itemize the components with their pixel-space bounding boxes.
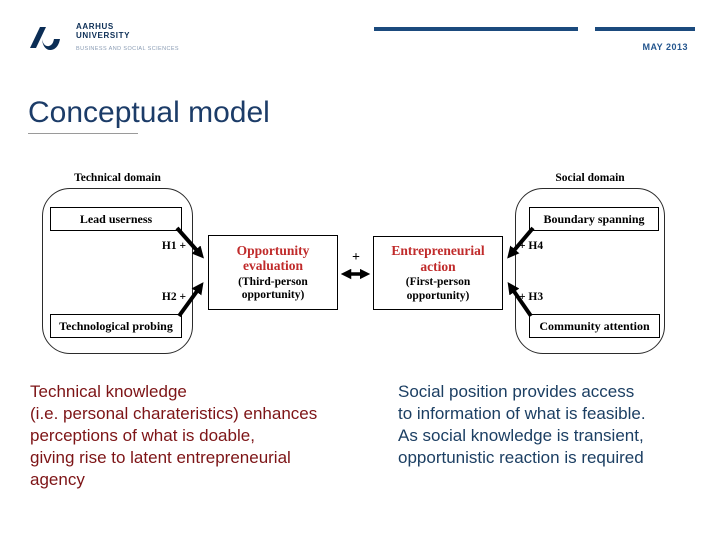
logo-org-line2: UNIVERSITY — [76, 31, 131, 40]
lead-userness-box: Lead userness — [50, 207, 182, 231]
slide-date: MAY 2013 — [642, 42, 688, 52]
au-logo-icon — [30, 27, 60, 51]
hypothesis-h2-label: H2 + — [161, 291, 186, 303]
opportunity-evaluation-subtitle: (Third-person opportunity) — [238, 275, 308, 302]
center-plus-label: + — [352, 250, 360, 265]
page-title: Conceptual model — [28, 96, 270, 129]
hypothesis-h1-label: H1 + — [161, 240, 186, 252]
technological-probing-box: Technological probing — [50, 314, 182, 338]
technical-domain-label: Technical domain — [74, 172, 161, 184]
entrepreneurial-action-subtitle: (First-person opportunity) — [405, 276, 471, 302]
header-bar-right — [595, 27, 695, 31]
logo-text: AARHUS UNIVERSITY BUSINESS AND SOCIAL SC… — [76, 22, 179, 52]
entrepreneurial-action-box: Entrepreneurial action (First-person opp… — [373, 236, 503, 310]
university-logo: AARHUS UNIVERSITY BUSINESS AND SOCIAL SC… — [28, 22, 179, 52]
hypothesis-h3-label: + H3 — [519, 291, 544, 303]
entrepreneurial-action-title: Entrepreneurial action — [391, 243, 485, 274]
header-bar-left — [374, 27, 578, 31]
title-underline — [28, 133, 138, 134]
logo-org-line1: AARHUS — [76, 22, 114, 31]
opportunity-evaluation-box: Opportunity evaluation (Third-person opp… — [208, 235, 338, 310]
logo-subtitle: BUSINESS AND SOCIAL SCIENCES — [76, 46, 179, 52]
opportunity-evaluation-title: Opportunity evaluation — [236, 242, 310, 274]
community-attention-box: Community attention — [529, 314, 660, 338]
boundary-spanning-box: Boundary spanning — [529, 207, 659, 231]
social-domain-label: Social domain — [555, 172, 625, 184]
social-position-note: Social position provides access to infor… — [398, 382, 646, 467]
hypothesis-h4-label: + H4 — [519, 240, 544, 252]
technical-knowledge-note: Technical knowledge (i.e. personal chara… — [30, 382, 318, 489]
